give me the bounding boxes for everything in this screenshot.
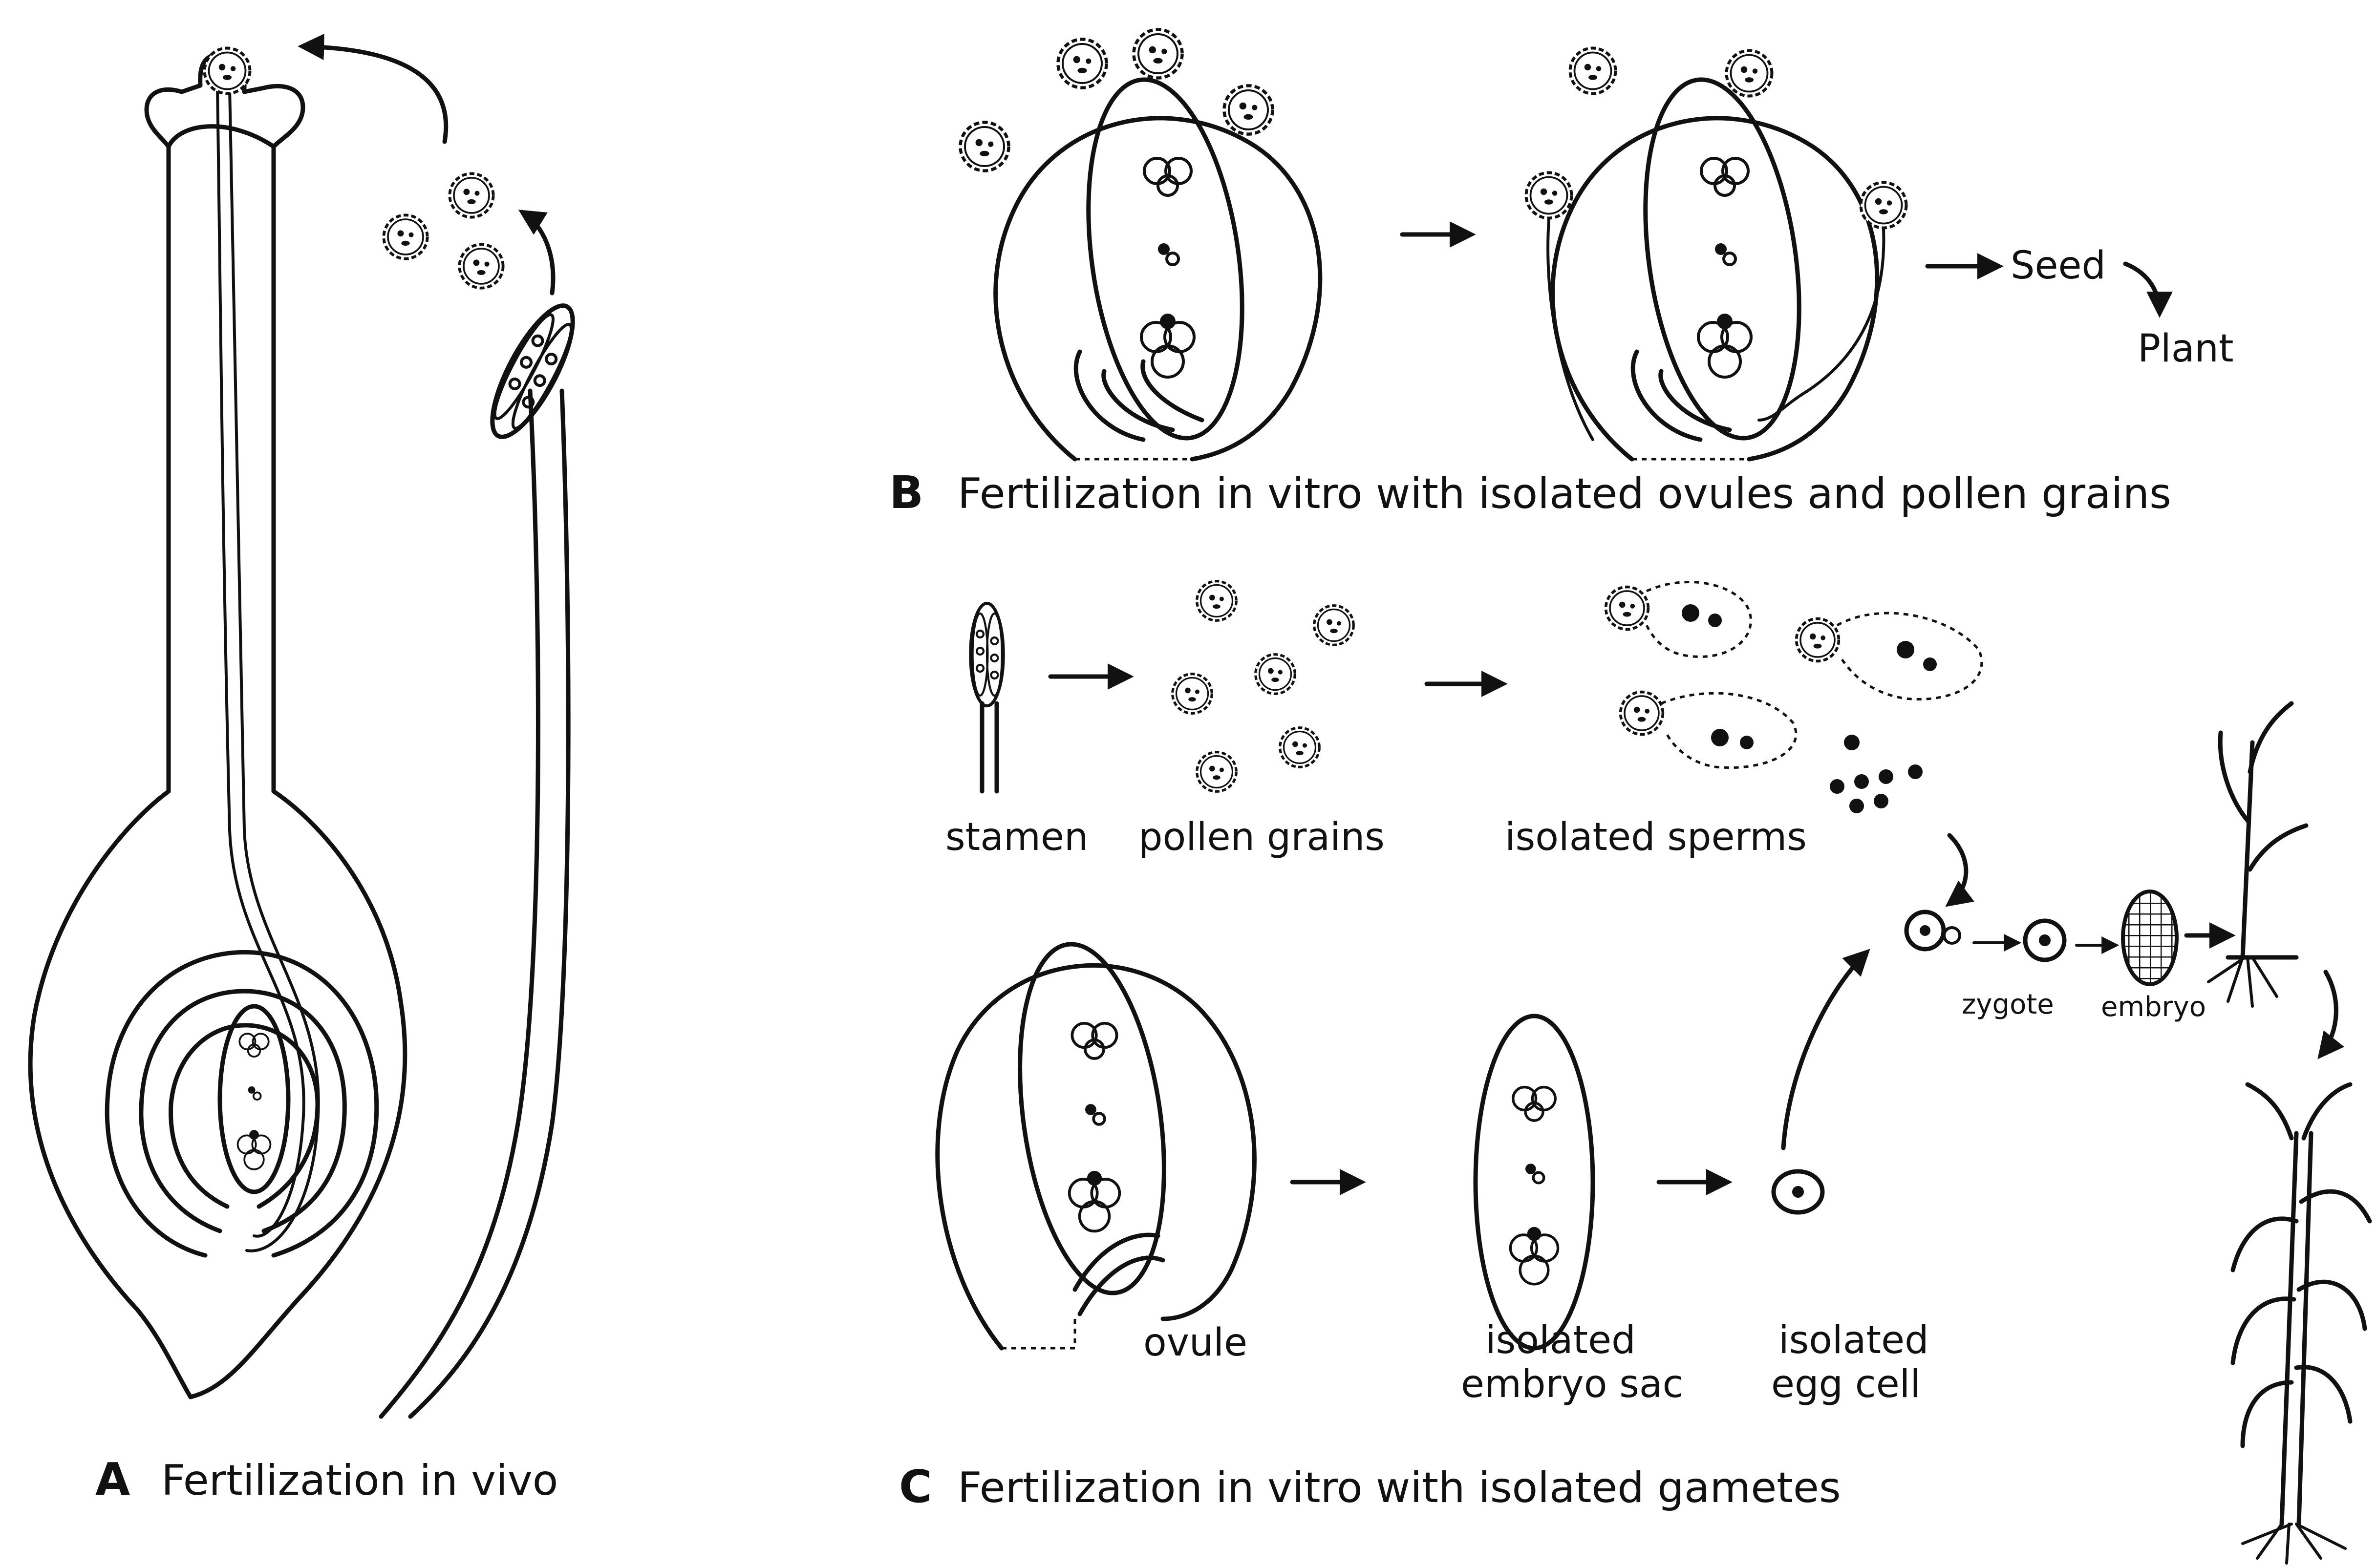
panel-b: Seed Plant B Fertilization in vitro with… <box>889 29 2234 519</box>
plant-label: Plant <box>2138 327 2234 371</box>
embryo <box>2123 891 2177 984</box>
panel-b-letter: B <box>889 466 923 519</box>
stamen-c <box>970 603 1003 791</box>
arrow-seed-to-plant <box>2125 264 2160 313</box>
arrow-anther-to-pollen <box>523 212 553 293</box>
stamen-filament-a <box>381 391 568 1417</box>
pollen-grains-label: pollen grains <box>1138 815 1385 859</box>
seed-label: Seed <box>2011 244 2106 288</box>
arrow-pollen-to-stigma <box>303 46 446 142</box>
embryo-sac-label-1: isolated <box>1485 1318 1636 1362</box>
bursting-pollen <box>1606 582 1982 767</box>
pollen-tube-a <box>217 88 304 1236</box>
zygote-label: zygote <box>1962 989 2054 1020</box>
isolated-sperms <box>1830 735 1923 813</box>
panel-a: A Fertilization in vivo <box>30 46 588 1505</box>
egg-cell-label-2: egg cell <box>1771 1362 1921 1406</box>
plantlet <box>2208 703 2306 1006</box>
ovule-label: ovule <box>1143 1321 1247 1365</box>
isolated-sperms-label: isolated sperms <box>1505 815 1807 859</box>
ovule-outer <box>107 952 377 1255</box>
panel-b-caption: Fertilization in vitro with isolated ovu… <box>958 469 2171 518</box>
panel-a-letter: A <box>95 1453 130 1505</box>
arrow-sperm-to-egg <box>1949 835 1966 904</box>
embryo-sac-c1 <box>1000 935 1184 1302</box>
mature-plant <box>2233 1084 2370 1563</box>
panel-a-caption: Fertilization in vivo <box>161 1456 558 1505</box>
pollen-grains-c <box>1173 581 1354 792</box>
arrow-egg-to-fusion <box>1783 953 1866 1148</box>
egg-cell-label-1: isolated <box>1778 1318 1929 1362</box>
panel-c-letter: C <box>899 1461 932 1513</box>
arrow-plantlet-to-plant <box>2321 972 2336 1055</box>
ovule-b2 <box>1553 118 1877 459</box>
embryo-label: embryo <box>2101 991 2206 1023</box>
embryo-sac-label-2: embryo sac <box>1461 1362 1684 1406</box>
panel-c-caption: Fertilization in vitro with isolated gam… <box>958 1463 1841 1512</box>
ovule-b1 <box>996 118 1320 459</box>
pistil-outline <box>30 54 405 1397</box>
fusion-sperm <box>1944 928 1960 943</box>
stamen-label: stamen <box>945 815 1088 859</box>
panel-c: stamen pollen grains isolated sperms ovu… <box>899 581 2370 1563</box>
